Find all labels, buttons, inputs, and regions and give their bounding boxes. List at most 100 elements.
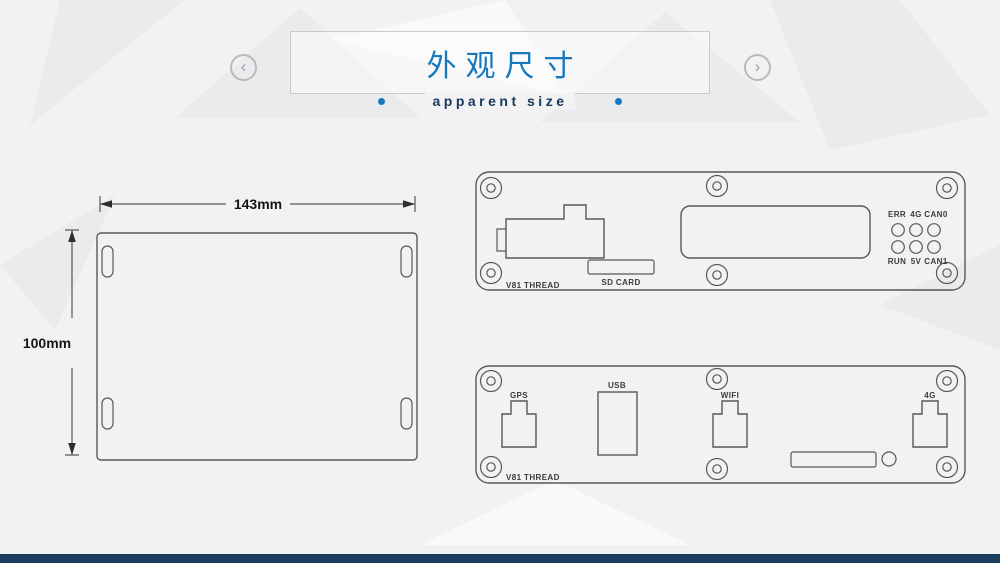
screw-outer-ring [935, 455, 959, 479]
led-indicator [927, 240, 941, 254]
watermark-shape [330, 0, 565, 95]
mounting-slot [101, 245, 114, 278]
watermark-shape [30, 0, 185, 125]
screw-inner-hole [486, 462, 496, 472]
subtitle-row: apparent size [0, 93, 1000, 109]
usb-port [597, 391, 638, 456]
screw-inner-hole [486, 183, 496, 193]
arrow-down-icon [68, 443, 76, 455]
screw-inner-hole [486, 376, 496, 386]
screw-hole [479, 369, 503, 393]
mounting-slot [101, 397, 114, 430]
screw-outer-ring [479, 176, 503, 200]
prev-button[interactable]: ‹ [230, 54, 257, 81]
led-label-5v: 5V [911, 257, 922, 266]
led-indicator [909, 240, 923, 254]
sim-card-slot [790, 451, 877, 468]
screw-hole [479, 455, 503, 479]
width-dimension-label: 143mm [234, 196, 282, 212]
screw-outer-ring [705, 263, 729, 287]
power-connector-outline [505, 204, 605, 259]
screw-inner-hole [486, 268, 496, 278]
wifi-label: WIFI [721, 391, 739, 400]
led-indicator [909, 223, 923, 237]
top-view-outline [96, 232, 418, 461]
screw-hole [705, 457, 729, 481]
screw-hole [935, 176, 959, 200]
led-label-err: ERR [888, 210, 906, 219]
screw-hole [705, 174, 729, 198]
screw-outer-ring [705, 174, 729, 198]
watermark-shape [0, 195, 115, 330]
watermark-shape [175, 8, 420, 118]
4g-label: 4G [924, 391, 935, 400]
screw-hole [705, 263, 729, 287]
front-thread-label: V81 THREAD [506, 281, 560, 290]
chevron-left-icon: ‹ [240, 57, 247, 76]
screw-outer-ring [935, 261, 959, 285]
wifi-antenna-connector [712, 400, 748, 448]
power-connector-tab [496, 228, 506, 252]
screw-hole [479, 176, 503, 200]
led-label-4g: 4G [910, 210, 921, 219]
next-button[interactable]: › [744, 54, 771, 81]
subtitle-dot-left [377, 97, 385, 105]
screw-inner-hole [942, 183, 952, 193]
subtitle-dot-right [615, 97, 623, 105]
mounting-slot [400, 245, 413, 278]
db-connector-cutout [680, 205, 871, 259]
screw-inner-hole [942, 376, 952, 386]
screw-inner-hole [942, 462, 952, 472]
screw-hole [479, 261, 503, 285]
screw-hole [705, 367, 729, 391]
back-panel-outline [475, 365, 966, 484]
screw-inner-hole [712, 464, 722, 474]
led-label-can1: CAN1 [924, 257, 948, 266]
height-dimension-label: 100mm [23, 335, 71, 351]
4g-antenna-connector [912, 400, 948, 448]
usb-label: USB [608, 381, 626, 390]
arrow-left-icon [100, 200, 112, 208]
screw-hole [935, 455, 959, 479]
screw-outer-ring [935, 369, 959, 393]
led-indicator [891, 240, 905, 254]
led-label-can0: CAN0 [924, 210, 948, 219]
screw-outer-ring [935, 176, 959, 200]
watermark-shape [880, 245, 1000, 350]
screw-hole [935, 369, 959, 393]
screw-outer-ring [479, 369, 503, 393]
screw-outer-ring [705, 367, 729, 391]
screw-outer-ring [705, 457, 729, 481]
front-panel-drawing: SD CARD V81 THREAD ERR 4G CAN0 RUN 5V CA… [475, 171, 966, 291]
arrow-right-icon [403, 200, 415, 208]
screw-outer-ring [479, 455, 503, 479]
led-indicator [927, 223, 941, 237]
arrow-up-icon [68, 230, 76, 242]
subtitle-text: apparent size [424, 93, 576, 109]
reset-hole [881, 451, 897, 467]
page-title: 外观尺寸 [426, 49, 583, 83]
screw-hole [935, 261, 959, 285]
sd-card-slot [587, 259, 655, 275]
watermark-shape [540, 12, 800, 122]
width-dimension: 143mm [99, 196, 416, 212]
screw-inner-hole [712, 270, 722, 280]
watermark-shape [770, 0, 990, 150]
footer-bar [0, 554, 1000, 563]
mounting-slot [400, 397, 413, 430]
led-label-run: RUN [888, 257, 907, 266]
led-indicator [891, 223, 905, 237]
screw-inner-hole [712, 181, 722, 191]
screw-outer-ring [479, 261, 503, 285]
back-thread-label: V81 THREAD [506, 473, 560, 482]
gps-label: GPS [510, 391, 528, 400]
height-dimension: 100mm [23, 229, 79, 456]
screw-inner-hole [942, 268, 952, 278]
watermark-shape [420, 480, 690, 545]
led-indicators: ERR 4G CAN0 RUN 5V CAN1 [888, 210, 948, 266]
front-panel-outline [475, 171, 966, 291]
screw-inner-hole [712, 374, 722, 384]
gps-antenna-connector [501, 400, 537, 448]
